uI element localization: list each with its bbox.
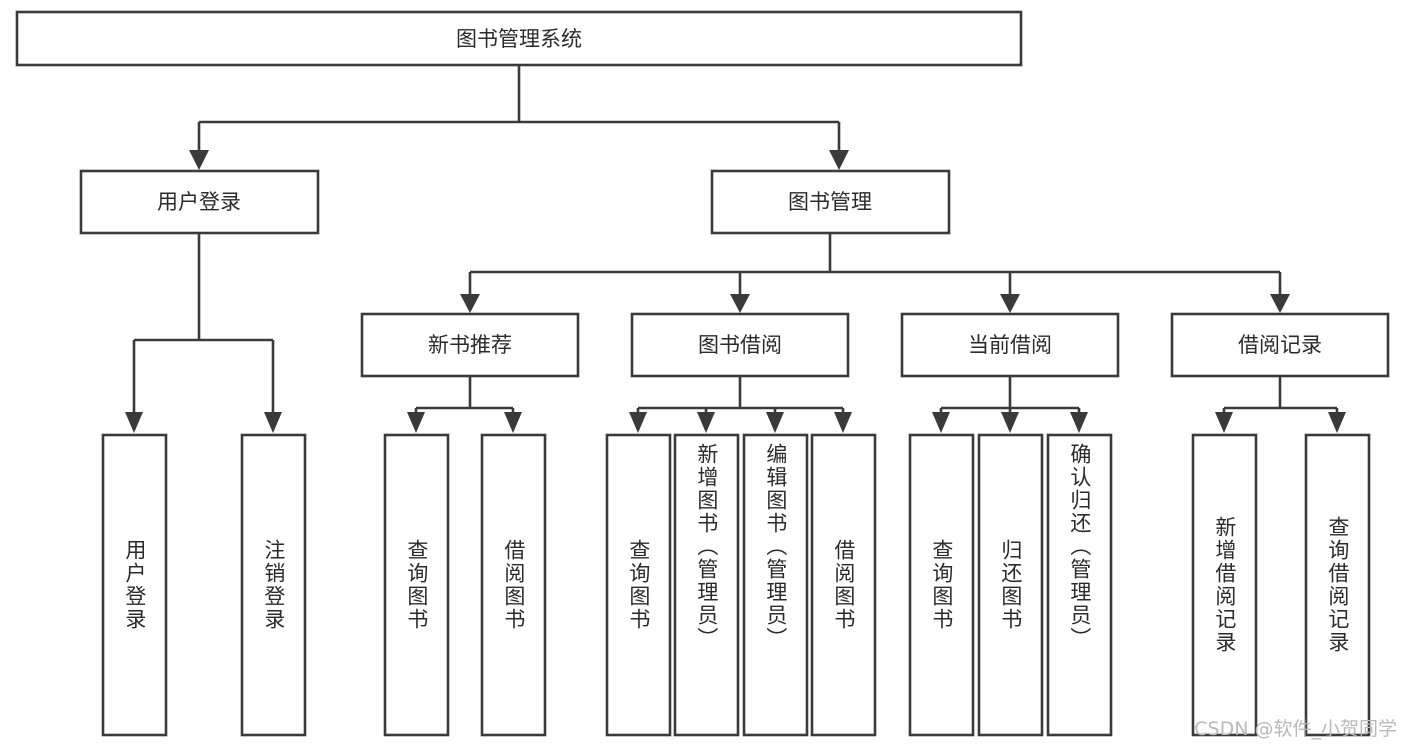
arrow-head-borrow-record — [1270, 294, 1290, 313]
node-borrow-record[interactable]: 借阅记录 — [1170, 312, 1390, 378]
connector-userlogin-to-leaves — [132, 233, 275, 414]
connector-layer — [125, 65, 1346, 433]
arrow-head-leaf-return-book — [1001, 412, 1019, 433]
connector-currentborrow-to-leaves — [939, 376, 1081, 414]
connector-newbook-to-leaves — [414, 376, 515, 414]
leaf-user-login-box[interactable] — [101, 433, 168, 737]
arrow-head-leaf-query-book-1 — [407, 412, 425, 433]
node-root[interactable]: 图书管理系统 — [15, 10, 1023, 67]
leaf-add-record-box[interactable] — [1191, 433, 1258, 737]
node-user-login-box[interactable] — [79, 169, 320, 235]
arrow-head-leaf-add-book — [697, 412, 715, 433]
connector-root-to-level2 — [197, 65, 841, 152]
node-book-borrow-label: 图书借阅 — [698, 333, 782, 357]
connector-bookborrow-to-leaves — [636, 376, 845, 414]
node-new-book-recommend[interactable]: 新书推荐 — [360, 312, 580, 378]
arrow-head-book-borrow — [730, 294, 750, 313]
leaf-edit-book-box[interactable] — [742, 433, 809, 737]
leaf-return-book-box[interactable] — [977, 433, 1044, 737]
arrow-head-leaf-query-book-3 — [932, 412, 950, 433]
leaf-borrow-book-1-box[interactable] — [480, 433, 547, 737]
node-book-manage[interactable]: 图书管理 — [710, 169, 951, 235]
leaf-query-book-2-box[interactable] — [605, 433, 672, 737]
watermark: CSDN @软件_小贺同学 — [1194, 718, 1397, 740]
node-user-login-label: 用户登录 — [157, 190, 241, 214]
arrow-head-leaf-logout — [264, 412, 282, 433]
node-current-borrow-box[interactable] — [900, 312, 1120, 378]
leaf-box-layer — [101, 433, 1371, 737]
connector-borrowrecord-to-leaves — [1222, 376, 1339, 414]
node-book-borrow-box[interactable] — [630, 312, 850, 378]
arrow-head-leaf-confirm-return — [1070, 412, 1088, 433]
arrow-head-leaf-borrow-book-2 — [834, 412, 852, 433]
arrow-head-book-manage — [829, 150, 849, 170]
arrow-head-leaf-query-book-2 — [629, 412, 647, 433]
arrow-head-leaf-add-record — [1215, 412, 1233, 433]
node-new-book-recommend-box[interactable] — [360, 312, 580, 378]
node-book-borrow[interactable]: 图书借阅 — [630, 312, 850, 378]
node-root-box[interactable] — [15, 10, 1023, 67]
arrow-head-leaf-borrow-book-1 — [504, 412, 522, 433]
arrow-head-new-book-recommend — [460, 294, 480, 313]
arrow-head-leaf-edit-book — [766, 412, 784, 433]
node-current-borrow-label: 当前借阅 — [968, 333, 1052, 357]
leaf-query-book-3-box[interactable] — [908, 433, 975, 737]
node-current-borrow[interactable]: 当前借阅 — [900, 312, 1120, 378]
node-root-label: 图书管理系统 — [456, 27, 582, 51]
leaf-query-book-1-box[interactable] — [383, 433, 450, 737]
arrow-head-leaf-user-login — [125, 412, 143, 433]
arrow-head-user-login — [189, 150, 209, 170]
node-borrow-record-box[interactable] — [1170, 312, 1390, 378]
node-book-manage-label: 图书管理 — [788, 190, 872, 214]
arrow-head-leaf-query-record — [1328, 412, 1346, 433]
node-borrow-record-label: 借阅记录 — [1238, 333, 1322, 357]
leaf-logout-box[interactable] — [240, 433, 307, 737]
connector-bookmanage-to-level3 — [468, 233, 1282, 296]
arrow-head-current-borrow — [1000, 294, 1020, 313]
leaf-add-book-box[interactable] — [673, 433, 740, 737]
leaf-query-record-box[interactable] — [1304, 433, 1371, 737]
leaf-borrow-book-2-box[interactable] — [810, 433, 877, 737]
node-book-manage-box[interactable] — [710, 169, 951, 235]
node-user-login[interactable]: 用户登录 — [79, 169, 320, 235]
node-new-book-recommend-label: 新书推荐 — [428, 333, 512, 357]
leaf-confirm-return-box[interactable] — [1046, 433, 1113, 737]
